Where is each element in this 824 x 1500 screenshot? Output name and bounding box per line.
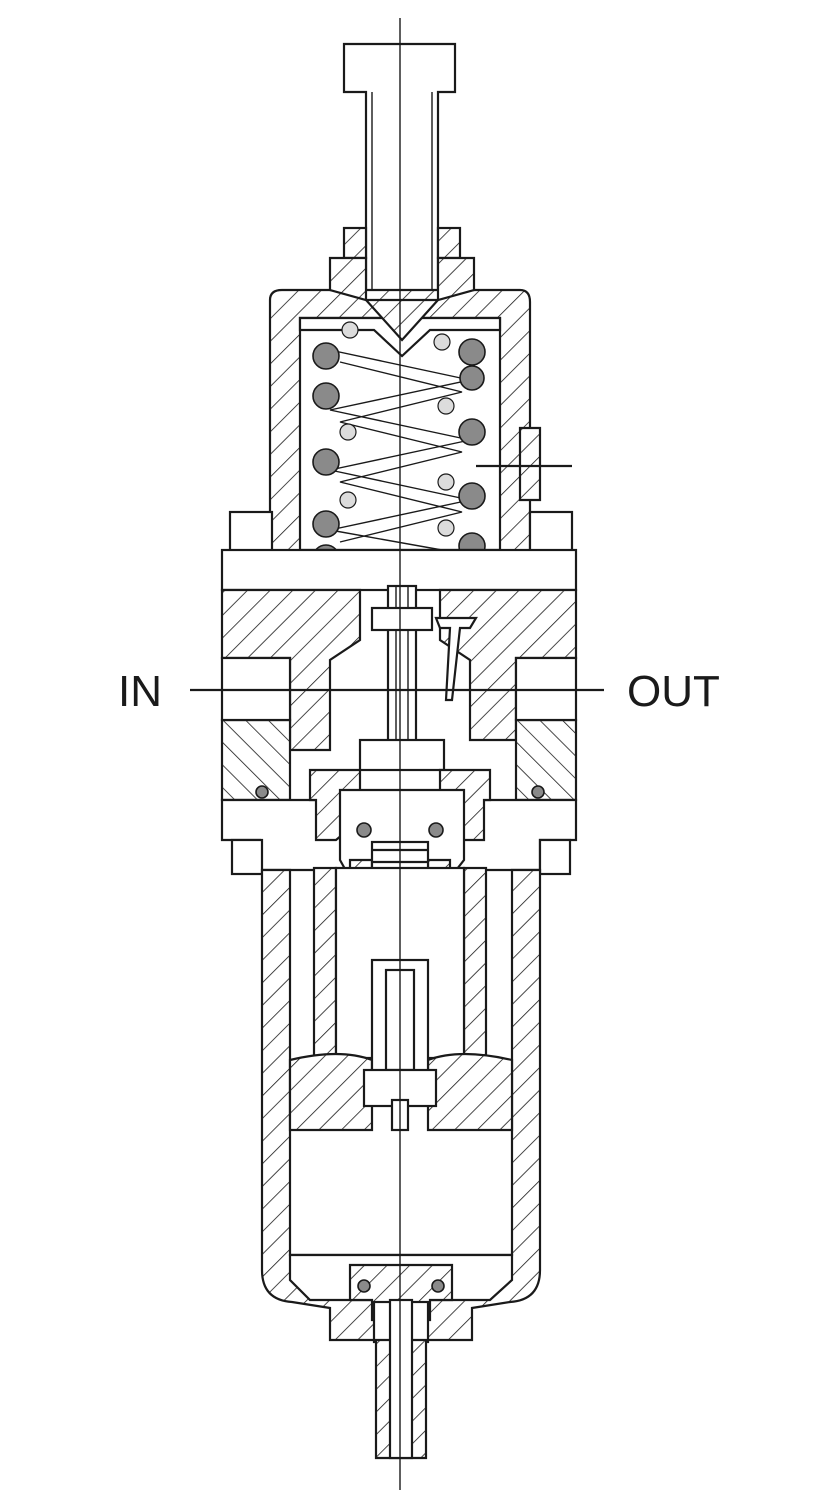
bonnet-housing	[228, 256, 574, 558]
filter-element	[288, 866, 514, 1132]
drain-valve	[348, 1263, 454, 1460]
valve-body	[220, 548, 578, 876]
outlet-label: OUT	[627, 667, 720, 716]
inlet-label: IN	[118, 667, 162, 716]
main-spring	[312, 321, 486, 572]
relief-pin	[434, 616, 478, 702]
valve-stem	[358, 584, 446, 772]
